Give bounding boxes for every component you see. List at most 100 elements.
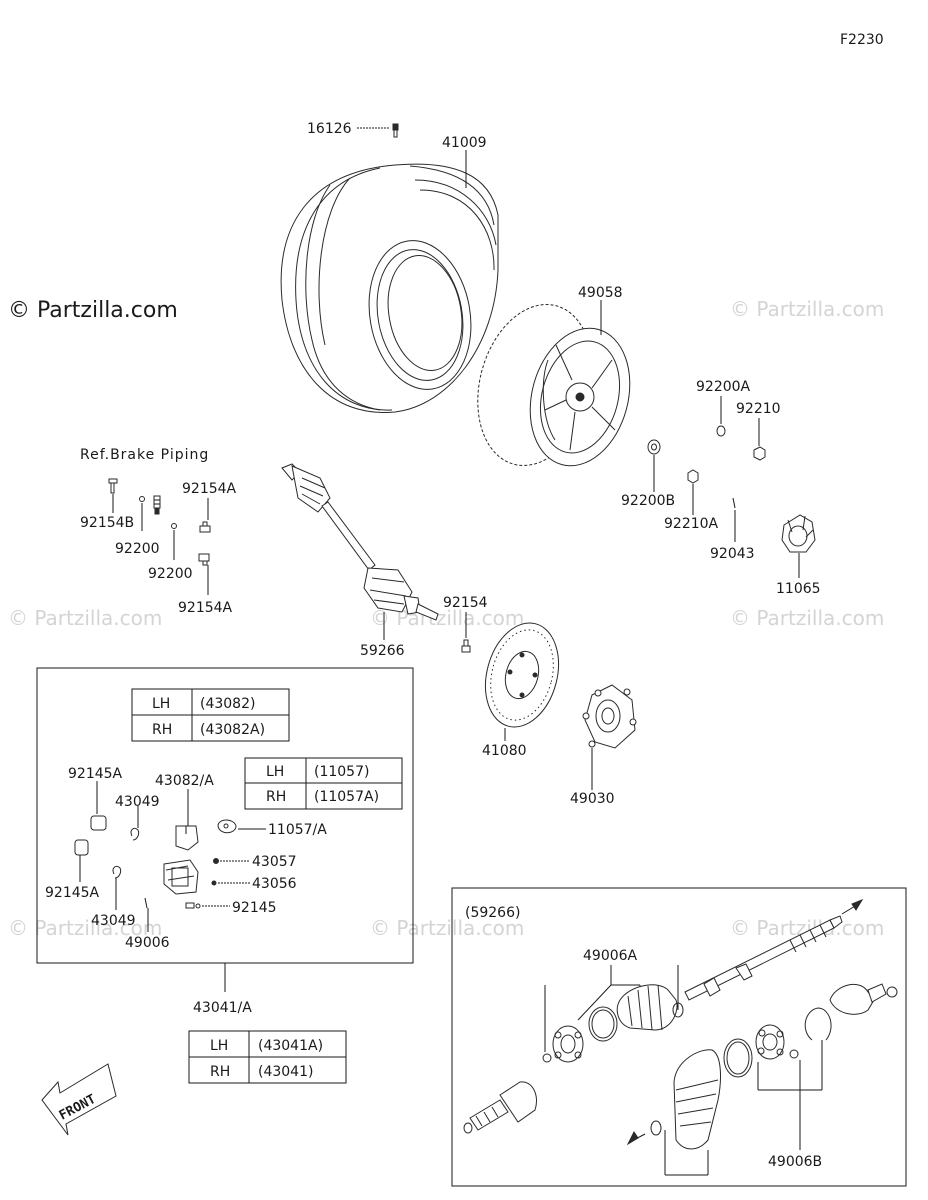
drive-shaft-59266[interactable]	[281, 463, 439, 621]
table-part[interactable]: (43082A)	[200, 722, 265, 738]
part-label[interactable]: 92210	[736, 401, 781, 417]
bleeder-43057[interactable]	[213, 858, 219, 864]
outer-joint[interactable]	[463, 1081, 537, 1134]
boot-band-left[interactable]	[588, 1006, 618, 1042]
band-small-lower[interactable]	[650, 1120, 662, 1136]
boot-lower[interactable]	[673, 1049, 721, 1150]
table-part[interactable]: (43082)	[200, 696, 255, 712]
nut-92210[interactable]	[753, 446, 766, 461]
ref-brake-piping-label: Ref.Brake Piping	[80, 447, 209, 463]
washer-92200b[interactable]	[647, 439, 661, 455]
caliper-body[interactable]	[163, 859, 199, 895]
watermark: © Partzilla.com	[370, 916, 524, 940]
caliper-bracket-43082[interactable]	[175, 825, 199, 851]
gasket-92200-2[interactable]	[171, 523, 177, 529]
boot-upper[interactable]	[616, 984, 678, 1031]
part-label[interactable]: 16126	[307, 121, 352, 137]
part-label[interactable]: 92145	[232, 900, 277, 916]
table-side: LH	[210, 1038, 228, 1054]
hub-49030[interactable]	[582, 684, 637, 749]
watermark: © Partzilla.com	[730, 297, 884, 321]
part-label[interactable]: 92145A	[68, 766, 123, 782]
nut-92210a[interactable]	[687, 469, 699, 484]
outer-race-right[interactable]	[829, 983, 887, 1015]
table-part[interactable]: (11057A)	[314, 789, 379, 805]
part-label[interactable]: 43057	[252, 854, 297, 870]
pin-43049-1[interactable]	[130, 827, 140, 841]
pin-49006[interactable]	[144, 897, 148, 909]
part-label[interactable]: 43056	[252, 876, 297, 892]
part-label[interactable]: 49058	[578, 285, 623, 301]
pad-spring-11057[interactable]	[217, 819, 237, 834]
watermark: © Partzilla.com	[8, 606, 162, 630]
watermarks: © Partzilla.com © Partzilla.com © Partzi…	[8, 297, 884, 940]
cap-43056[interactable]	[211, 880, 217, 886]
boot-band-right[interactable]	[723, 1038, 753, 1078]
brake-disc-41080[interactable]	[474, 615, 569, 736]
cotter-pin-92043[interactable]	[732, 497, 736, 509]
part-label[interactable]: 43049	[115, 794, 160, 810]
part-label[interactable]: 92154A	[182, 481, 237, 497]
bolt-92145[interactable]	[185, 902, 201, 909]
part-label[interactable]: 11057/A	[268, 822, 327, 838]
bolt-92154a-2[interactable]	[198, 553, 210, 566]
part-label[interactable]: 59266	[360, 643, 405, 659]
gasket-92200-1[interactable]	[139, 496, 145, 502]
table-part[interactable]: (11057)	[314, 764, 369, 780]
part-label[interactable]: 41080	[482, 743, 527, 759]
inner-race-left[interactable]	[552, 1025, 584, 1063]
figure-code: F2230	[840, 32, 884, 48]
table-side: LH	[266, 764, 284, 780]
pin-43049-2[interactable]	[112, 865, 122, 879]
tire-41009[interactable]	[280, 163, 499, 413]
part-label[interactable]: 43049	[91, 913, 136, 929]
table-part[interactable]: (43041A)	[258, 1038, 323, 1054]
boot-92145a-2[interactable]	[74, 839, 89, 856]
bolt-92154b[interactable]	[108, 478, 118, 494]
part-label[interactable]: 92200A	[696, 379, 751, 395]
circlip-mid[interactable]	[789, 1049, 799, 1059]
part-label[interactable]: 11065	[776, 581, 821, 597]
table-side: LH	[152, 696, 170, 712]
part-label[interactable]: 43041/A	[193, 1000, 252, 1016]
part-label[interactable]: 41009	[442, 135, 487, 151]
part-label[interactable]: 43082/A	[155, 773, 214, 789]
boot-92145a-1[interactable]	[90, 815, 107, 831]
cap-11065[interactable]	[781, 514, 816, 553]
circlip-left[interactable]	[542, 1053, 552, 1063]
part-label[interactable]: 92154	[443, 595, 488, 611]
inner-race-right[interactable]	[755, 1024, 785, 1060]
bleeder-valve[interactable]	[153, 495, 161, 515]
valve-16126[interactable]	[392, 123, 399, 138]
watermark: © Partzilla.com	[730, 606, 884, 630]
watermark: © Partzilla.com	[8, 916, 162, 940]
shaft-center[interactable]	[684, 915, 843, 1001]
part-label[interactable]: 92145A	[45, 885, 100, 901]
part-label[interactable]: 92154A	[178, 600, 233, 616]
part-label[interactable]: 49030	[570, 791, 615, 807]
table-side: RH	[210, 1064, 230, 1080]
large-circlip[interactable]	[804, 1007, 832, 1041]
table-caliper-bracket: LH (43082) RH (43082A)	[131, 688, 290, 742]
part-label[interactable]: 49006	[125, 935, 170, 951]
circlip-right[interactable]	[886, 986, 898, 998]
part-label[interactable]: 92200B	[621, 493, 675, 509]
part-label[interactable]: 92200	[115, 541, 160, 557]
wheel-49058[interactable]	[461, 292, 645, 479]
washer-92200a[interactable]	[716, 425, 726, 437]
part-label[interactable]: 49006A	[583, 948, 638, 964]
bolt-92154[interactable]	[461, 639, 471, 653]
table-side: RH	[152, 722, 172, 738]
bolt-92154a-1[interactable]	[199, 521, 211, 533]
part-label[interactable]: 92210A	[664, 516, 719, 532]
table-part[interactable]: (43041)	[258, 1064, 313, 1080]
part-label[interactable]: 92200	[148, 566, 193, 582]
watermark-main: © Partzilla.com	[8, 298, 178, 323]
band-small-upper[interactable]	[672, 1002, 684, 1018]
part-label[interactable]: 92043	[710, 546, 755, 562]
table-pad-spring: LH (11057) RH (11057A)	[244, 757, 403, 810]
part-label[interactable]: 92154B	[80, 515, 134, 531]
part-label[interactable]: (59266)	[465, 905, 520, 921]
part-label[interactable]: 49006B	[768, 1154, 822, 1170]
